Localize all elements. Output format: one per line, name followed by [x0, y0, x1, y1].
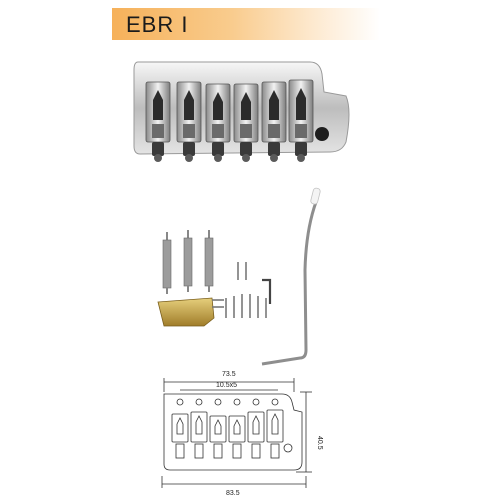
small-screws: [225, 262, 267, 318]
plate-outline: [163, 393, 303, 471]
arm-tip: [310, 187, 321, 205]
intonation-springs: [152, 142, 307, 162]
spring-outlines: [175, 443, 280, 459]
saddles: [145, 79, 314, 143]
saddle: [145, 81, 171, 143]
product-title: EBR I: [126, 12, 189, 37]
saddle-outlines: [171, 409, 284, 443]
hex-key: [262, 278, 272, 304]
dim-label-base: 83.5: [226, 490, 240, 497]
arm-hole-outline: [283, 443, 293, 453]
saddle: [261, 81, 287, 143]
saddle: [176, 81, 202, 143]
dim-label-spacing: 10.5x5: [216, 382, 237, 389]
saddle: [233, 83, 259, 143]
claw-screws: [212, 299, 224, 308]
bridge-photo: [133, 61, 350, 162]
tremolo-arm: [261, 201, 318, 366]
mounting-holes: [176, 398, 279, 406]
arm-socket: [315, 127, 329, 141]
title-banner: EBR I: [112, 8, 380, 40]
tremolo-springs: [162, 230, 214, 294]
spring-claw: [157, 297, 215, 327]
technical-drawing: [161, 378, 312, 488]
dim-label-outer: 73.5: [222, 371, 236, 378]
saddle: [288, 79, 314, 143]
accessory-parts: [157, 187, 321, 366]
spring: [204, 230, 214, 292]
spring: [183, 230, 193, 292]
spring: [162, 232, 172, 294]
saddle: [205, 83, 231, 143]
dim-label-height: 40.5: [316, 436, 323, 450]
